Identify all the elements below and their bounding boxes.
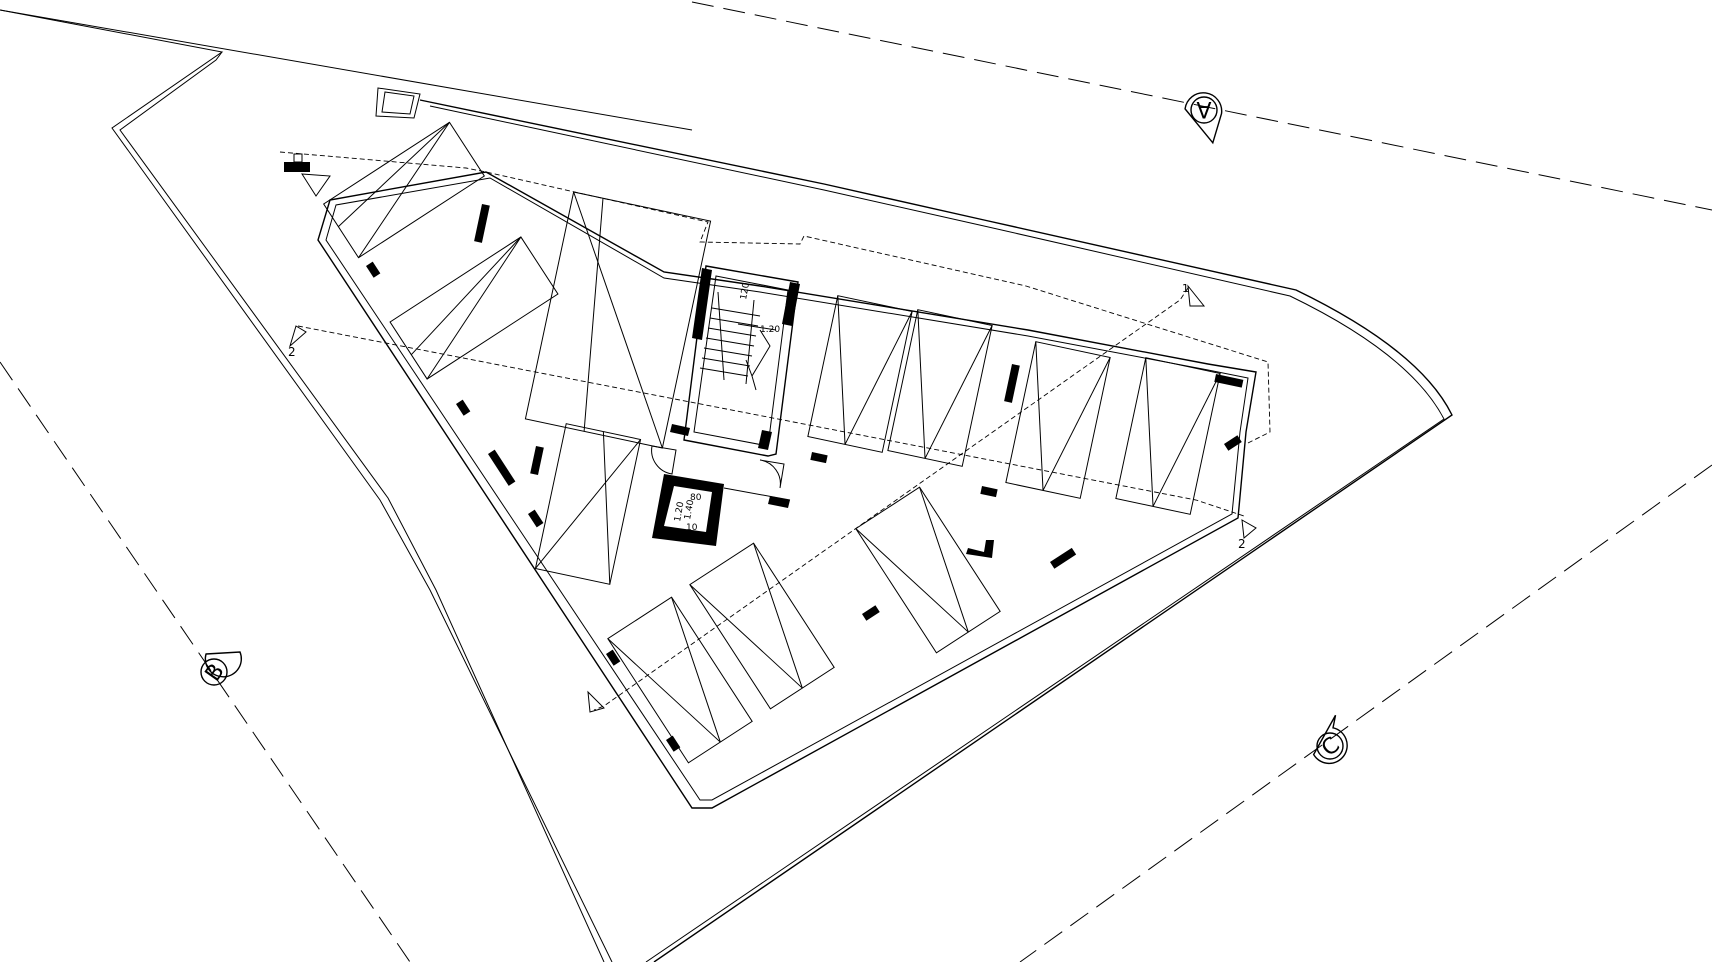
dim-lift-top: 80 [690,493,702,503]
parking-space [807,295,913,453]
stair-core: 120 1.20 [670,265,800,457]
column [966,540,994,558]
column [530,446,544,476]
site-boundary-inner [119,51,605,962]
section-lines: 1 2 2 [288,282,1257,713]
door-right [759,459,785,489]
parking-spaces [322,121,1221,764]
grid-bubble-a: A [1184,92,1223,145]
building-outline [279,151,1271,809]
parking-space [1115,357,1221,515]
grid-bubble-a-circle [1190,96,1218,124]
column [488,449,516,486]
section-label-2-left: 2 [288,345,296,359]
column [474,204,490,243]
stair-wall-bottom-right [758,430,772,450]
column [284,162,310,172]
dim-lift-side-b: 1.40 [683,499,696,521]
section-arrow-1-top [1187,284,1206,307]
parking-space [389,236,559,380]
entry-marker [301,173,331,197]
section-label-2-right: 2 [1238,537,1246,551]
column [528,509,544,528]
site-boundary-right [419,99,1453,962]
site-notch [375,87,421,119]
grid-bubble-c-shape [1312,714,1348,765]
building-perimeter-inner [325,177,1249,801]
section-arrow-1-bottom [587,690,605,713]
grid-bubble-a-shape [1184,92,1223,145]
column [1004,364,1020,403]
section-label-1: 1 [1182,282,1189,295]
parking-space [887,309,993,467]
lift-door-wall [768,496,790,508]
grid-label-a: A [1196,96,1211,121]
stair-arrow [745,329,771,391]
site-boundary-outer [0,9,613,962]
columns [284,162,1244,752]
door-left [651,445,677,475]
grid-line-c [1019,464,1712,962]
stair-treads [699,291,761,385]
dim-stair-width: 120 [739,282,752,301]
section-line-2 [297,325,1245,517]
site-top-line [0,9,693,131]
roof-overhang [279,151,1271,445]
site-boundary-right-inner [429,105,1445,962]
site-boundary [0,9,1453,962]
dim-lift-bottom: 10 [686,523,698,533]
lift-core: 80 1.20 1.40 10 [652,474,791,546]
grid-bubble-b-circle [200,658,228,686]
column [1214,374,1244,388]
stair-wall-right [782,282,800,326]
dim-lift-side-a: 1.20 [673,501,686,523]
column [810,452,828,464]
parking-space [534,423,642,585]
stair-wall-bottom-left [670,424,690,436]
grid-bubble-c-circle [1316,732,1344,760]
column [980,486,998,498]
dim-stair-gap: 1.20 [760,325,780,335]
grid-bubble-b: B [200,651,243,686]
parking-space [855,486,1001,654]
column [366,261,381,278]
column [1050,547,1077,569]
parking-space [524,191,712,449]
grid-bubble-c: C [1312,714,1348,765]
parking-space [322,121,486,259]
column [1224,435,1242,451]
column [862,605,880,621]
column [606,649,621,666]
parking-space [607,596,753,764]
section-arrow-2-left [289,325,307,348]
section-line-1 [593,287,1189,711]
stair-core-walls [683,265,799,457]
doors [651,445,785,489]
section-arrow-2-right [1241,519,1257,539]
column [456,399,471,416]
stair-wall-left [692,268,712,340]
grid-line-a [691,1,1712,211]
lift-walls [652,474,724,546]
parking-space [1005,341,1111,499]
column [666,735,681,752]
building-perimeter [317,171,1257,809]
stair-core-inner [693,275,789,447]
site-notch-inner [381,91,415,115]
post-marker [293,153,303,163]
parking-space [689,542,835,710]
